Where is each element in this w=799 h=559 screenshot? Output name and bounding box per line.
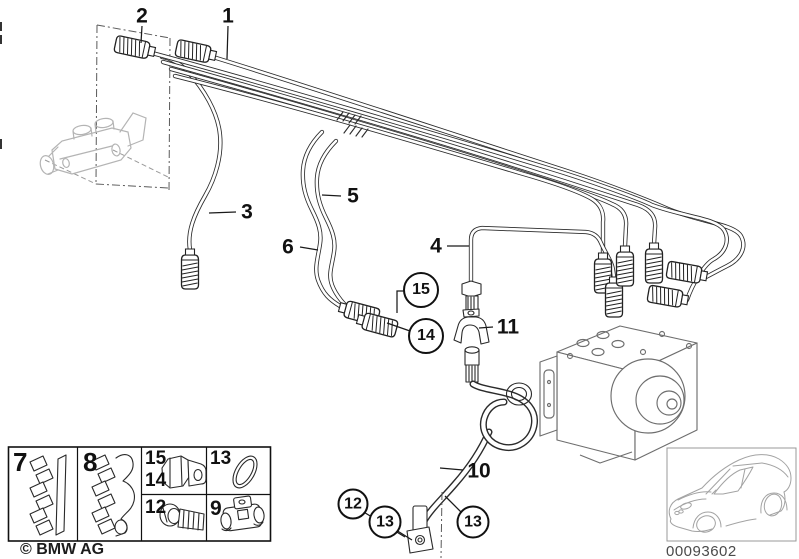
scan-edge-marks xyxy=(0,22,2,149)
hose-junction-parts xyxy=(453,280,490,383)
fitting-b-icon xyxy=(644,242,664,284)
pipe-clip-strip-bracket-icon xyxy=(91,454,135,537)
legend-label-15[interactable]: 15 xyxy=(145,448,167,469)
copyright-text: © BMW AG xyxy=(20,541,105,558)
fitting-hook2-icon xyxy=(646,284,690,310)
callout-5[interactable]: 5 xyxy=(347,184,359,208)
legend-label-7[interactable]: 7 xyxy=(13,447,28,477)
fitting-2-icon xyxy=(113,34,158,61)
callout-6[interactable]: 6 xyxy=(282,235,294,259)
callout-4[interactable]: 4 xyxy=(430,234,442,258)
legend-label-13[interactable]: 13 xyxy=(210,448,232,469)
drawing-number: 00093602 xyxy=(666,543,737,559)
fitting-3-icon xyxy=(180,248,200,290)
legend-box xyxy=(7,446,272,542)
union-nut-icon xyxy=(161,455,207,489)
legend-label-8[interactable]: 8 xyxy=(83,447,98,477)
hose-clamp-icon xyxy=(220,495,265,532)
seal-ring-icon xyxy=(232,455,258,489)
callout-12-circle[interactable]: 12 xyxy=(337,488,369,520)
pipe-joint-marks xyxy=(336,111,369,138)
legend-icons xyxy=(29,454,265,537)
fitting-hook1-icon xyxy=(665,260,709,286)
abs-hydro-unit xyxy=(539,325,698,464)
callout-10[interactable]: 10 xyxy=(467,459,491,483)
legend-label-9[interactable]: 9 xyxy=(210,497,222,520)
master-cylinder-sketch xyxy=(39,112,147,175)
callout-2[interactable]: 2 xyxy=(136,4,148,28)
brake-hose xyxy=(406,380,539,559)
car-reference xyxy=(666,447,797,542)
fitting-a-icon xyxy=(615,245,635,287)
callout-1[interactable]: 1 xyxy=(222,4,234,28)
legend-label-12[interactable]: 12 xyxy=(145,497,167,518)
callout-14-circle[interactable]: 14 xyxy=(408,318,444,354)
callout-15-circle[interactable]: 15 xyxy=(403,272,439,308)
callout-13-circle-right[interactable]: 13 xyxy=(456,505,490,539)
pipe-clip-strip-icon xyxy=(29,454,67,536)
legend-label-14[interactable]: 14 xyxy=(145,470,167,491)
callout-13-circle-left[interactable]: 13 xyxy=(368,505,402,539)
screw-icon xyxy=(159,503,205,531)
callout-11[interactable]: 11 xyxy=(496,315,520,339)
callout-3[interactable]: 3 xyxy=(241,200,253,224)
